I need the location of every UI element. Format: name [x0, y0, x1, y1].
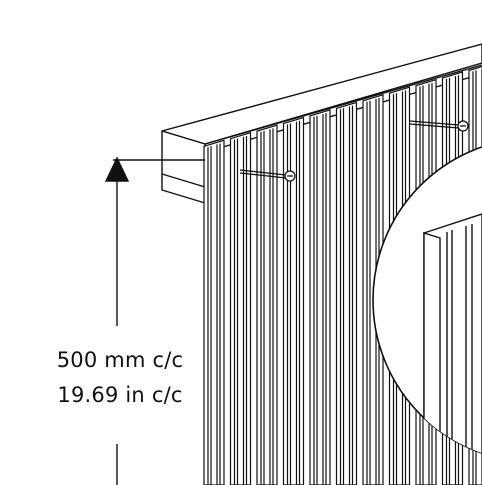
slat	[203, 139, 225, 485]
slat	[335, 101, 358, 485]
slat	[309, 109, 331, 485]
slat	[256, 124, 278, 485]
screw-right	[409, 120, 469, 132]
magnified-detail-circle-icon	[372, 146, 482, 462]
dimension-arrow	[104, 156, 205, 485]
mounting-batten	[161, 43, 482, 204]
screw-left	[239, 169, 296, 182]
slat	[282, 116, 305, 485]
arrow-up-icon	[104, 156, 130, 182]
dimension-label-metric: 500 mm c/c	[56, 348, 184, 372]
slat	[229, 131, 252, 485]
dimension-label-imperial: 19.69 in c/c	[57, 383, 183, 407]
